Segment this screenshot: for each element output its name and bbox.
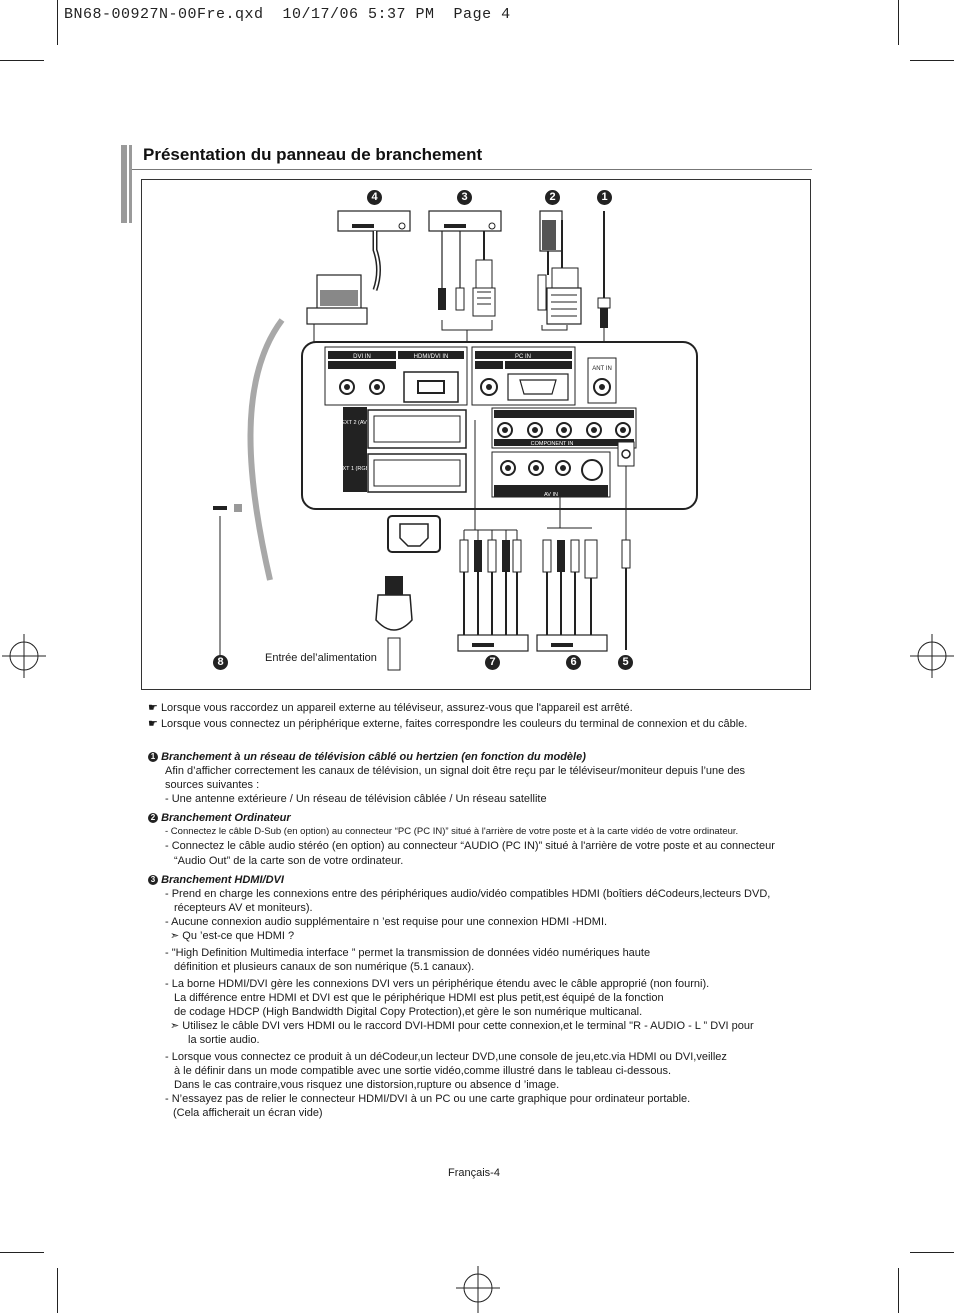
note-item: ☛ Lorsque vous raccordez un appareil ext… [148, 701, 633, 715]
item-text: - Lorsque vous connectez ce produit à un… [165, 1051, 727, 1063]
item-note-text: Utilisez le câble DVI vers HDMI ou le ra… [182, 1020, 754, 1032]
panel-label-hdmi-dvi-in: HDMI/DVI IN [414, 354, 449, 360]
registration-mark-right [910, 634, 954, 678]
crop-mark [0, 1252, 44, 1253]
item-text: La différence entre HDMI et DVI est que … [174, 992, 664, 1004]
item-title: Branchement HDMI/DVI [161, 874, 284, 886]
item-text: Dans le cas contraire,vous risquez une d… [174, 1079, 560, 1091]
panel-label-pc-in: PC IN [515, 354, 531, 360]
note-text: Lorsque vous raccordez un appareil exter… [160, 702, 633, 714]
panel-label-ext1: EXT 1 (RGB) [339, 466, 371, 472]
item-text: - La borne HDMI/DVI gère les connexions … [165, 978, 710, 990]
callout-2: 2 [545, 190, 560, 205]
panel-label-dvi-in: DVI IN [353, 354, 371, 360]
callout-8: 8 [213, 655, 228, 670]
callout-4: 4 [367, 190, 382, 205]
title-rule [132, 169, 812, 170]
file-info-header: BN68-00927N-00Fre.qxd 10/17/06 5:37 PM P… [64, 6, 511, 23]
item-number: 2 [148, 813, 158, 823]
pointing-hand-icon: ☛ [148, 718, 158, 730]
item-note-text: Qu ’est-ce que HDMI ? [182, 930, 295, 942]
crop-mark [910, 60, 954, 61]
power-input-label: Entrée del’alimentation [265, 652, 377, 664]
crop-mark [0, 60, 44, 61]
arrow-icon: ➣ [170, 930, 180, 942]
item-note: ➣ Utilisez le câble DVI vers HDMI ou le … [170, 1019, 754, 1033]
crop-mark [57, 0, 58, 45]
item-text: “Audio Out” de la carte son de votre ord… [174, 855, 404, 867]
item-number: 1 [148, 752, 158, 762]
connection-panel-illustration: DVI IN HDMI/DVI IN PC IN ANT IN EXT 2 (A… [213, 210, 698, 671]
callout-3: 3 [457, 190, 472, 205]
item-text: - Une antenne extérieure / Un réseau de … [165, 793, 547, 805]
item-text: - Prend en charge les connexions entre d… [165, 888, 771, 900]
item-number: 3 [148, 875, 158, 885]
item-text: (Cela afficherait un écran vide) [173, 1107, 323, 1119]
callout-5: 5 [618, 655, 633, 670]
page-title: Présentation du panneau de branchement [143, 145, 483, 164]
panel-label-av-in: AV IN [544, 492, 558, 498]
arrow-icon: ➣ [170, 1020, 180, 1032]
connection-diagram: DVI IN HDMI/DVI IN PC IN ANT IN EXT 2 (A… [141, 179, 811, 690]
item-note: ➣ Qu ’est-ce que HDMI ? [170, 929, 294, 943]
callout-7: 7 [485, 655, 500, 670]
panel-label-component-in: COMPONENT IN [531, 441, 574, 447]
item-text: de codage HDCP (High Bandwidth Digital C… [174, 1006, 643, 1018]
item-text: sources suivantes : [165, 779, 260, 791]
item-text: - Connectez le câble D-Sub (en option) a… [165, 826, 739, 837]
item-heading: 1 Branchement à un réseau de télévision … [148, 750, 586, 764]
note-item: ☛ Lorsque vous connectez un périphérique… [148, 717, 747, 731]
item-title: Branchement Ordinateur [161, 812, 291, 824]
item-text: - Aucune connexion audio supplémentaire … [165, 916, 608, 928]
title-accent-bar [129, 145, 132, 223]
crop-mark [910, 1252, 954, 1253]
item-heading: 2 Branchement Ordinateur [148, 811, 291, 825]
crop-mark [898, 1268, 899, 1313]
title-accent-bar [121, 145, 127, 223]
item-text: la sortie audio. [188, 1034, 260, 1046]
item-text: - Connectez le câble audio stéréo (en op… [165, 840, 775, 852]
registration-mark-left [2, 634, 46, 678]
item-text: définition et plusieurs canaux de son nu… [174, 961, 475, 973]
registration-mark-bottom [456, 1266, 500, 1313]
item-title: Branchement à un réseau de télévision câ… [161, 751, 586, 763]
item-text: Afin d’afficher correctement les canaux … [165, 765, 746, 777]
page-number: Français-4 [448, 1167, 500, 1179]
item-text: - "High Definition Multimedia interface … [165, 947, 651, 959]
crop-mark [898, 0, 899, 45]
callout-6: 6 [566, 655, 581, 670]
item-text: récepteurs AV et moniteurs). [174, 902, 313, 914]
pointing-hand-icon: ☛ [148, 702, 158, 714]
panel-label-ant-in: ANT IN [592, 366, 612, 372]
crop-mark [57, 1268, 58, 1313]
item-text: à le définir dans un mode compatible ave… [174, 1065, 672, 1077]
item-heading: 3 Branchement HDMI/DVI [148, 873, 284, 887]
item-text: - N’essayez pas de relier le connecteur … [165, 1093, 691, 1105]
panel-label-ext2: EXT 2 (AV) [341, 420, 368, 426]
note-text: Lorsque vous connectez un périphérique e… [160, 718, 748, 730]
callout-1: 1 [597, 190, 612, 205]
